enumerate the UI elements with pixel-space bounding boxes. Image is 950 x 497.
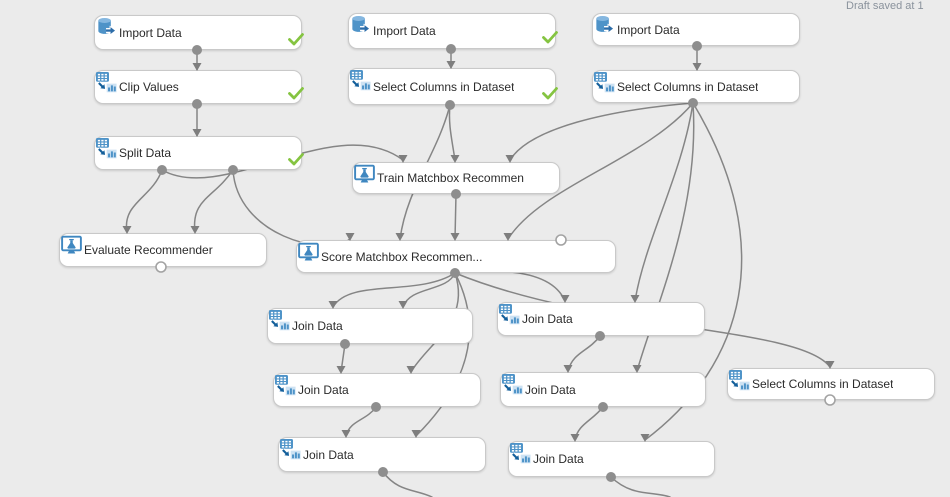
module-label: Join Data <box>522 312 573 326</box>
module-label: Import Data <box>373 24 436 38</box>
module-split-data[interactable]: Split Data <box>94 136 304 170</box>
module-label: Join Data <box>533 452 584 466</box>
module-label: Select Columns in Dataset <box>373 79 515 94</box>
module-score-matchbox[interactable]: Score Matchbox Recommen... <box>296 240 616 273</box>
module-join-6[interactable]: Join Data <box>508 441 715 477</box>
module-label: Import Data <box>119 25 182 40</box>
module-join-5[interactable]: Join Data <box>278 437 486 472</box>
module-evaluate-recommender[interactable]: Evaluate Recommender <box>59 233 267 267</box>
draft-status-text: Draft saved at 1 <box>846 0 924 12</box>
module-import-2[interactable]: Import Data <box>348 13 558 49</box>
module-join-3[interactable]: Join Data <box>273 373 481 407</box>
module-label: Score Matchbox Recommen... <box>321 249 483 264</box>
module-label: Join Data <box>292 319 343 333</box>
module-label: Evaluate Recommender <box>84 243 213 257</box>
module-train-matchbox[interactable]: Train Matchbox Recommen... <box>352 162 560 194</box>
module-label: Import Data <box>617 22 680 37</box>
module-label: Split Data <box>119 146 172 160</box>
module-label: Join Data <box>298 383 349 397</box>
module-label: Join Data <box>525 382 576 397</box>
module-label: Train Matchbox Recommen... <box>377 171 525 185</box>
module-import-3[interactable]: Import Data <box>592 13 800 46</box>
module-label: Select Columns in Dataset <box>752 377 894 391</box>
module-join-4[interactable]: Join Data <box>500 372 706 407</box>
module-select-columns-2[interactable]: Select Columns in Dataset <box>592 70 800 103</box>
module-select-columns-3[interactable]: Select Columns in Dataset <box>727 368 935 400</box>
module-label: Join Data <box>303 447 354 462</box>
module-join-2[interactable]: Join Data <box>497 302 705 336</box>
module-label: Clip Values <box>119 80 179 94</box>
module-select-columns-1[interactable]: Select Columns in Dataset <box>348 68 558 105</box>
module-label: Select Columns in Dataset <box>617 79 759 94</box>
module-clip-values[interactable]: Clip Values <box>94 70 304 104</box>
module-import-1[interactable]: Import Data <box>94 15 304 50</box>
module-join-1[interactable]: Join Data <box>267 308 473 344</box>
